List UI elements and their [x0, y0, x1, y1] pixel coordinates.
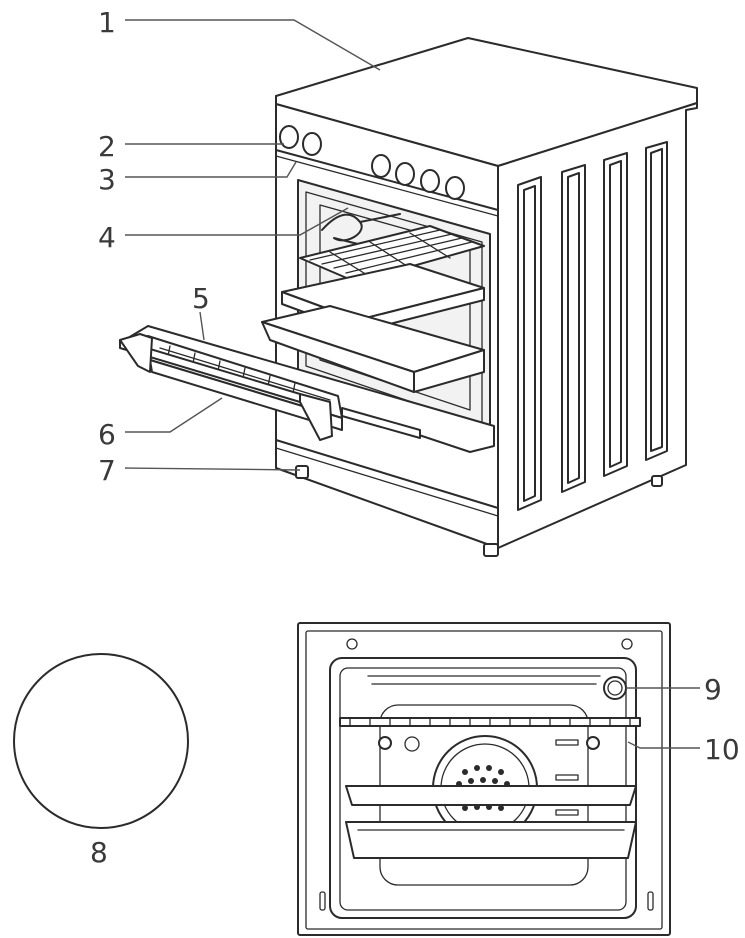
oven-lamp	[603, 676, 627, 700]
front-tray	[345, 785, 637, 806]
leader-line-10	[627, 741, 700, 749]
leader-line-1	[125, 19, 381, 71]
foot	[651, 475, 663, 487]
leader-line-6	[125, 397, 223, 433]
foot	[483, 543, 499, 557]
callout-3: 3	[98, 163, 116, 196]
knob-icon	[395, 162, 415, 186]
oven-front-view	[297, 622, 671, 936]
callout-1: 1	[98, 6, 116, 39]
callout-4: 4	[98, 221, 116, 254]
oven-door	[119, 325, 495, 453]
leader-line-7	[124, 467, 301, 471]
callout-9: 9	[704, 673, 722, 706]
callout-6: 6	[98, 418, 116, 451]
callout-2: 2	[98, 130, 116, 163]
knob-icon	[445, 176, 465, 200]
knob-icon	[279, 125, 299, 149]
leader-line-5	[199, 311, 205, 341]
knob-icon	[302, 132, 322, 156]
front-deep-tray	[345, 821, 637, 859]
callout-10: 10	[704, 733, 740, 766]
wire-shelf	[299, 225, 485, 283]
callout-7: 7	[98, 454, 116, 487]
foot	[295, 465, 309, 479]
callout-5: 5	[192, 282, 210, 315]
leader-line-4	[125, 207, 349, 236]
callout-8: 8	[90, 836, 108, 869]
cooker	[119, 37, 698, 557]
leader-lines	[124, 19, 700, 749]
knob-icon	[420, 169, 440, 193]
deep-tray	[261, 305, 485, 393]
round-plate	[13, 653, 189, 829]
knob-icon	[371, 154, 391, 178]
leader-line-3	[125, 161, 297, 178]
control-knobs	[279, 125, 465, 200]
callout-labels: 1 2 3 4 5 6 7 8 9 10	[90, 6, 740, 869]
front-wire-shelf	[339, 717, 641, 727]
side-ribs	[517, 141, 668, 511]
